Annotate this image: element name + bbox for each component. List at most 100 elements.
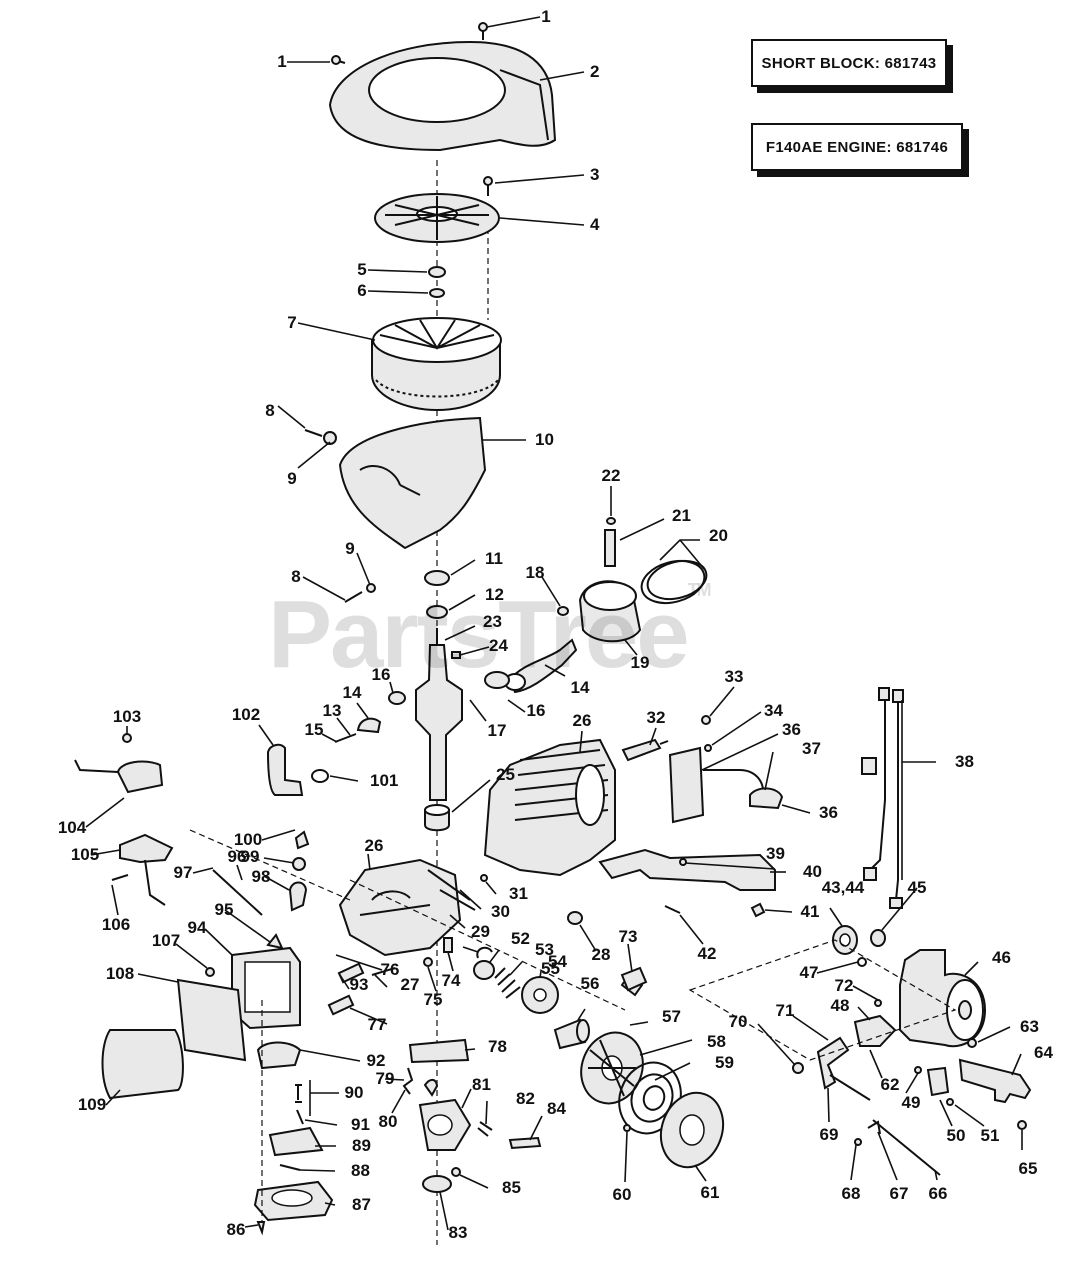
switch-part[interactable] — [926, 1066, 950, 1097]
air-filter-part[interactable] — [176, 978, 247, 1062]
rod-bolt-part[interactable] — [388, 691, 406, 705]
o-ring-part[interactable] — [311, 769, 329, 783]
float-bowl-part[interactable] — [253, 1180, 334, 1222]
screw-part[interactable] — [874, 999, 882, 1007]
fuel-pump-part[interactable] — [418, 1098, 472, 1151]
spring-part[interactable] — [477, 1121, 493, 1137]
bolt-part[interactable] — [304, 429, 323, 437]
flywheel-part[interactable] — [371, 317, 502, 412]
crankshaft-part[interactable] — [415, 628, 463, 801]
washer-part[interactable] — [323, 431, 337, 445]
screw-part[interactable] — [331, 55, 346, 65]
throttle-lever-part[interactable] — [288, 881, 308, 912]
washer-part[interactable] — [704, 744, 712, 752]
air-cleaner-cover-part[interactable] — [101, 1029, 184, 1100]
pin-part[interactable] — [327, 994, 355, 1016]
snap-ring-part[interactable] — [476, 946, 493, 959]
gasket-part[interactable] — [256, 1041, 302, 1070]
washer-part[interactable] — [857, 957, 867, 967]
screw-part[interactable] — [451, 1167, 461, 1177]
starter-gear-part[interactable] — [832, 925, 858, 955]
engine-shroud-part[interactable] — [338, 416, 487, 550]
throttle-cable-part[interactable] — [872, 1119, 941, 1176]
screw-part[interactable] — [664, 905, 681, 914]
spring-part[interactable] — [867, 1120, 881, 1135]
breather-tube-part[interactable] — [266, 743, 304, 796]
screw-part[interactable] — [483, 176, 493, 196]
hub-part[interactable] — [553, 1018, 590, 1050]
washer-part[interactable] — [473, 960, 495, 980]
rod-bolt-part[interactable] — [334, 733, 357, 743]
pinion-part[interactable] — [870, 929, 886, 947]
connecting-rod-part[interactable] — [504, 638, 578, 694]
screw-part[interactable] — [478, 22, 488, 40]
oil-fill-tube-part[interactable] — [427, 869, 471, 901]
spring-clip-part[interactable] — [620, 966, 648, 992]
gasket-part[interactable] — [439, 889, 476, 911]
carburetor-part[interactable] — [231, 946, 301, 1030]
link-part[interactable] — [829, 1074, 871, 1101]
bolt-part[interactable] — [344, 591, 363, 603]
piston-part[interactable] — [578, 580, 642, 643]
crankcase-part[interactable] — [338, 858, 462, 957]
clip-part[interactable] — [750, 902, 766, 918]
choke-part[interactable] — [292, 857, 306, 871]
pulley-part[interactable] — [571, 1024, 652, 1112]
screw-part[interactable] — [480, 874, 488, 882]
float-part[interactable] — [268, 1126, 324, 1157]
spring-part[interactable] — [402, 1067, 414, 1095]
governor-lever-part[interactable] — [816, 1036, 850, 1090]
spark-plug-part[interactable] — [621, 738, 669, 762]
washer-part[interactable] — [366, 583, 376, 593]
ground-wire-part[interactable] — [749, 787, 784, 810]
pin-part[interactable] — [279, 1164, 301, 1171]
seal-part[interactable] — [422, 1175, 452, 1193]
retainer-part[interactable] — [557, 606, 569, 616]
bearing-part[interactable] — [426, 605, 448, 619]
ratchet-part[interactable] — [521, 976, 559, 1014]
piston-ring-set-part[interactable] — [637, 554, 711, 609]
rotating-screen-part[interactable] — [374, 193, 500, 243]
screw-part[interactable] — [914, 1066, 922, 1074]
screw-part[interactable] — [122, 733, 132, 743]
screw-part[interactable] — [701, 715, 711, 725]
spring-part[interactable] — [294, 830, 310, 850]
screw-part[interactable] — [679, 858, 687, 866]
blower-housing-part[interactable] — [328, 40, 557, 152]
main-bearing-part[interactable] — [424, 804, 450, 832]
screw-part[interactable] — [967, 1038, 977, 1048]
screw-part[interactable] — [792, 1062, 804, 1074]
needle-part[interactable] — [423, 1078, 439, 1097]
float-bowl-gasket-part[interactable] — [408, 1038, 470, 1064]
screw-part[interactable] — [111, 874, 129, 881]
screw-part[interactable] — [1017, 1120, 1027, 1130]
rod-cap-part[interactable] — [356, 717, 382, 734]
bracket-part[interactable] — [853, 1014, 897, 1047]
ignition-module-part[interactable] — [74, 759, 164, 794]
dowel-part[interactable] — [567, 911, 583, 925]
drain-screw-part[interactable] — [256, 1221, 266, 1236]
screw-part[interactable] — [854, 1138, 862, 1146]
starter-housing-part[interactable] — [651, 1084, 733, 1176]
nut-part[interactable] — [428, 266, 446, 278]
washer-part[interactable] — [429, 288, 445, 298]
dowel-pin-part[interactable] — [443, 937, 453, 953]
spring-part[interactable] — [494, 967, 521, 999]
starter-motor-part[interactable] — [899, 949, 987, 1048]
throttle-shaft-part[interactable] — [212, 869, 263, 916]
wiring-harness-part[interactable] — [861, 687, 904, 909]
stop-switch-part[interactable] — [119, 833, 174, 906]
retainer-ring-part[interactable] — [606, 517, 616, 525]
clip-part[interactable] — [266, 933, 284, 950]
shaft-part[interactable] — [508, 1136, 542, 1150]
screw-part[interactable] — [623, 1124, 631, 1132]
ignition-armature-part[interactable] — [668, 746, 765, 824]
screw-part[interactable] — [371, 967, 396, 976]
screw-set-part[interactable] — [295, 1084, 304, 1125]
mounting-bracket-part[interactable] — [958, 1058, 1032, 1104]
screw-part[interactable] — [946, 1098, 954, 1106]
oil-seal-part[interactable] — [424, 570, 450, 586]
control-bracket-part[interactable] — [598, 848, 776, 891]
cylinder-block-part[interactable] — [483, 738, 616, 877]
screw-part[interactable] — [205, 967, 215, 977]
